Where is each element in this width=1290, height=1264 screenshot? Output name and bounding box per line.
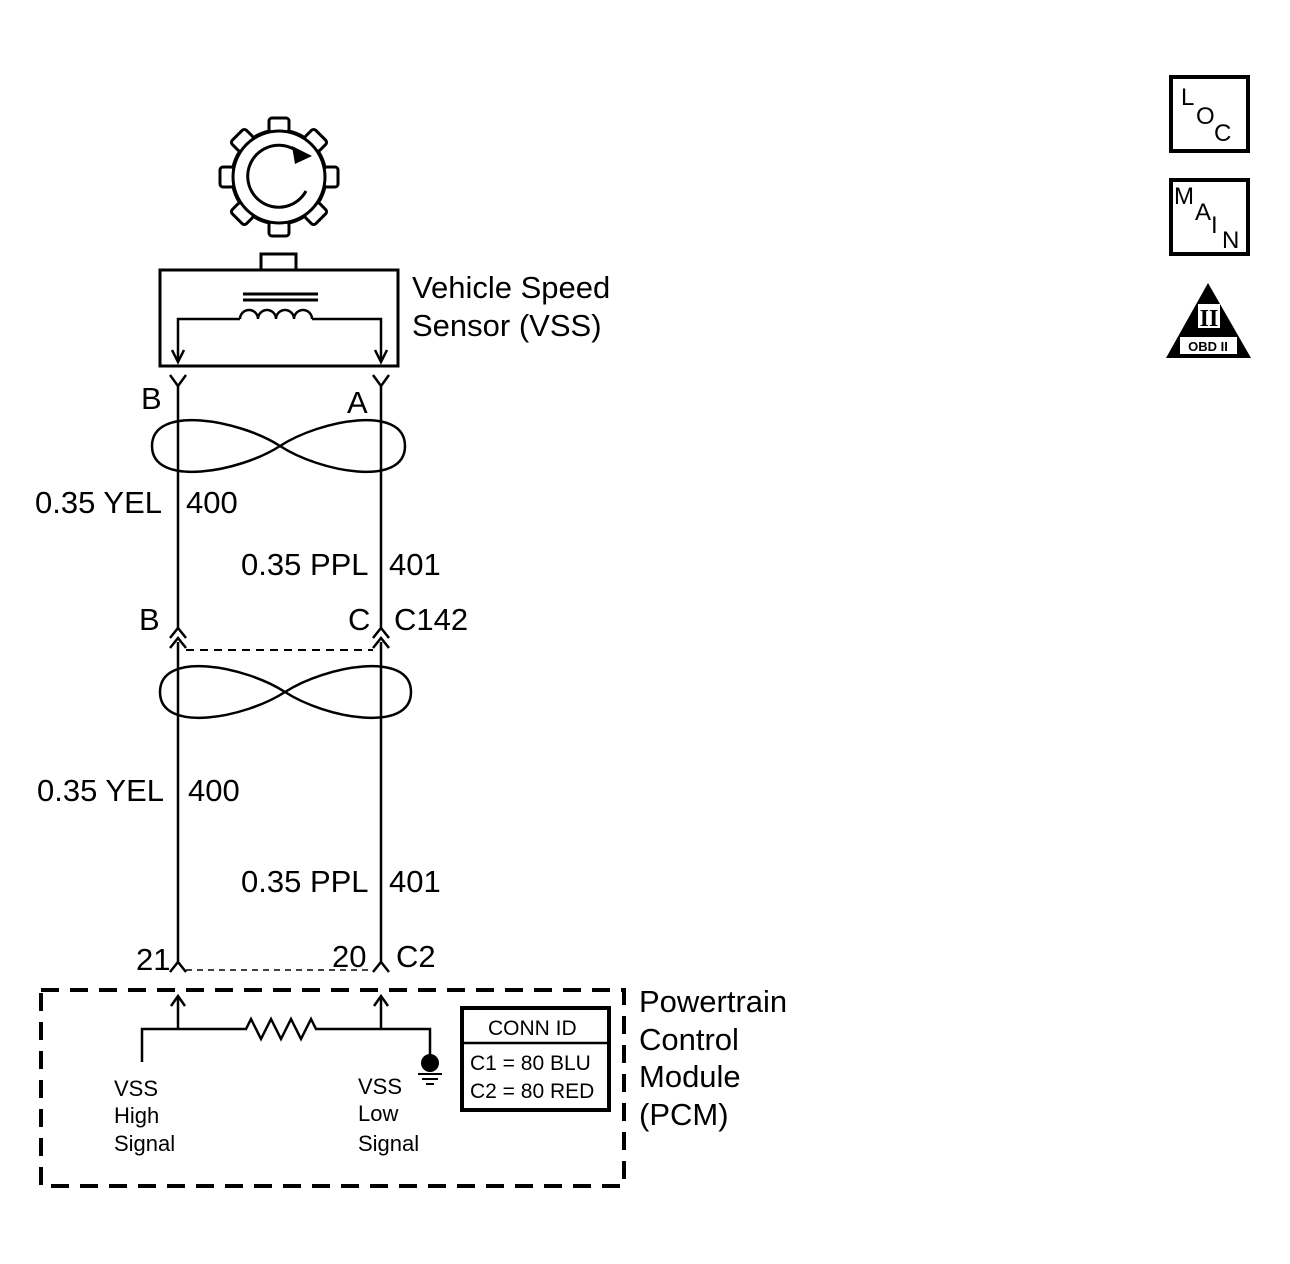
pcm-name-line2: Control — [639, 1022, 739, 1057]
twisted-pair-lower-icon — [158, 664, 413, 720]
vss-name-line1: Vehicle Speed — [412, 270, 610, 305]
svg-text:L: L — [1181, 84, 1194, 111]
svg-text:OBD II: OBD II — [1188, 339, 1228, 354]
reluctor-wheel-icon — [218, 116, 340, 238]
obd-ii-icon[interactable]: II OBD II — [1166, 283, 1251, 358]
wire-400-lower-label: 0.35 YEL — [37, 773, 164, 808]
conn-id-c1: C1 = 80 BLU — [470, 1052, 591, 1075]
vss-high-line3: Signal — [114, 1131, 175, 1156]
svg-text:N: N — [1222, 227, 1239, 254]
pcm-name-line1: Powertrain — [639, 984, 787, 1019]
svg-text:M: M — [1174, 183, 1194, 210]
svg-text:C: C — [1214, 120, 1231, 147]
pcm-name-line4: (PCM) — [639, 1097, 729, 1132]
svg-text:II: II — [1200, 306, 1219, 332]
wire-400-upper-label: 0.35 YEL — [35, 485, 162, 520]
vss-low-line1: VSS — [358, 1074, 402, 1099]
wire-401-lower-circuit: 401 — [389, 864, 441, 899]
pcm-internal-circuit — [140, 993, 432, 1062]
wire-400-lower-circuit: 400 — [188, 773, 240, 808]
vss-name-line2: Sensor (VSS) — [412, 308, 602, 343]
vss-low-line3: Signal — [358, 1131, 419, 1156]
vss-low-line2: Low — [358, 1101, 398, 1126]
pcm-name-line3: Module — [639, 1059, 741, 1094]
main-icon[interactable]: M A I N — [1169, 178, 1250, 256]
twisted-pair-upper-icon — [150, 418, 407, 474]
c2-id: C2 — [396, 939, 436, 974]
pcm-boundary — [39, 988, 626, 1188]
conn-id-box: CONN ID C1 = 80 BLU C2 = 80 RED — [460, 1006, 611, 1112]
sensor-pin-a: A — [347, 385, 368, 420]
c142-pin-c: C — [348, 602, 370, 637]
wires — [176, 384, 383, 964]
vss-sensor — [158, 252, 400, 368]
wire-401-lower-label: 0.35 PPL — [241, 864, 369, 899]
conn-id-title: CONN ID — [488, 1017, 577, 1040]
svg-text:O: O — [1196, 103, 1215, 130]
connector-c2 — [169, 959, 390, 973]
connector-c142 — [169, 625, 390, 651]
c2-pin-21: 21 — [136, 942, 170, 977]
svg-text:I: I — [1211, 212, 1218, 239]
vss-high-line1: VSS — [114, 1076, 158, 1101]
c142-pin-b: B — [139, 602, 160, 637]
loc-icon[interactable]: L O C — [1169, 75, 1250, 153]
conn-id-c2: C2 = 80 RED — [470, 1080, 594, 1103]
wire-400-upper-circuit: 400 — [186, 485, 238, 520]
wire-401-upper-label: 0.35 PPL — [241, 547, 369, 582]
c142-id: C142 — [394, 602, 468, 637]
sensor-pin-b: B — [141, 381, 162, 416]
svg-text:A: A — [1195, 199, 1211, 226]
ground-icon — [418, 1054, 442, 1085]
wire-401-upper-circuit: 401 — [389, 547, 441, 582]
c2-pin-20: 20 — [332, 939, 366, 974]
vss-high-line2: High — [114, 1103, 159, 1128]
